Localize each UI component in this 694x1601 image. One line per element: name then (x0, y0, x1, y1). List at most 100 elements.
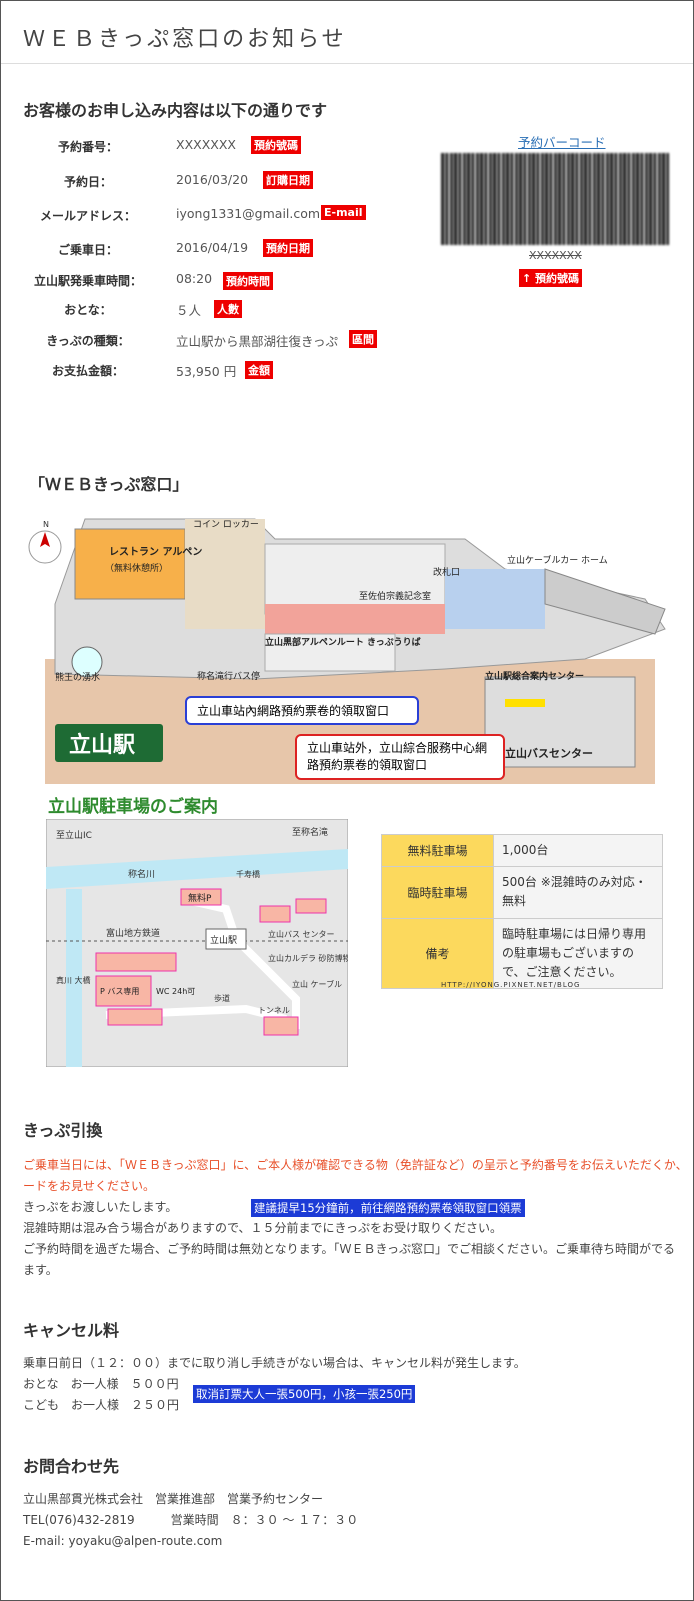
barcode-link[interactable]: 予約バーコード (518, 135, 606, 150)
contact-heading: お問合わせ先 (23, 1457, 120, 1476)
pickup-line: ご予約時間を過ぎた場合、ご予約時間は無効となります。「ＷＥＢきっぷ窓口」でご相談… (23, 1242, 675, 1256)
contact-email[interactable]: E-mail: yoyaku@alpen-route.com (23, 1534, 223, 1548)
order-label: ご乗車日： (57, 243, 118, 257)
barcode-tag: ↑ 預約號碼 (519, 269, 583, 287)
order-value: 53,950 円 (176, 364, 237, 379)
cancel-heading: キャンセル料 (23, 1321, 120, 1340)
free-p-6 (263, 1016, 299, 1036)
order-value: 08:20 (176, 271, 213, 286)
compass-needle (40, 532, 50, 547)
barcode-number: XXXXXXX (529, 249, 582, 262)
order-tag: 預約號碼 (251, 136, 301, 154)
free-p-5 (107, 1008, 163, 1026)
callout-outside: 立山車站外，立山綜合服務中心網路預約票卷的領取窗口 (295, 734, 505, 780)
compass (28, 530, 62, 564)
bridge-label: 千寿橋 (236, 869, 260, 879)
station-label: 立山駅 (210, 934, 237, 946)
cable-car-label: 立山ケーブルカー ホーム (507, 554, 608, 566)
free-p-label: 無料P (188, 892, 212, 904)
pickup-line: ご乗車当日には、「ＷＥＢきっぷ窓口」に、ご本人様が確認できる物（免許証など）の呈… (23, 1158, 688, 1172)
reservation-barcode (441, 153, 669, 245)
order-tag: 金額 (245, 361, 273, 379)
info-window (505, 699, 545, 707)
table-value: 500台 ※混雑時のみ対応・無料 (493, 866, 663, 919)
cancel-line: 乗車日前日（１２：００）までに取り消し手続きがない場合は、キャンセル料が発生しま… (23, 1356, 526, 1370)
order-label: 予約日： (63, 175, 112, 189)
cancel-line: こども お一人様 ２５０円 (23, 1398, 180, 1412)
table-key: 無料駐車場 (381, 833, 494, 868)
river-branch (66, 889, 82, 1067)
order-tag: 人數 (214, 300, 242, 318)
station-sign-text: 立山駅 (69, 732, 135, 758)
bus-center-map-label: 立山バス センター (268, 929, 335, 939)
railway-label: 富山地方鉄道 (106, 927, 160, 939)
ticket-gate-label: 改札口 (433, 566, 460, 578)
info-center (484, 676, 636, 768)
pickup-line: ードをお見せください。 (23, 1179, 156, 1193)
order-label: 立山駅発乗車時間： (33, 274, 142, 288)
order-label: おとな： (64, 303, 112, 317)
order-value: XXXXXXX (176, 137, 236, 152)
bus-p-label: P バス専用 (100, 986, 139, 996)
hall (185, 519, 265, 629)
table-value: 1,000台 (493, 833, 663, 868)
wc-label: WC 24h可 (156, 987, 195, 996)
river-label: 称名川 (128, 868, 155, 880)
restaurant-sub-label: （無料休憩所） (105, 562, 168, 574)
restaurant-label: レストラン アルペン (109, 546, 202, 558)
order-label: きっぷの種類： (46, 334, 130, 348)
memorial-label: 至佐伯宗義記念室 (359, 590, 431, 602)
order-tag: E-mail (321, 205, 366, 220)
pickup-line: ます。 (23, 1263, 58, 1277)
parking-table: 無料駐車場 1,000台 臨時駐車場 500台 ※混雑時のみ対応・無料 備考 臨… (381, 833, 663, 990)
cancel-tag: 取消訂票大人一張500円，小孩一張250円 (193, 1385, 416, 1403)
watermark: HTTP://IYONG.PIXNET.NET/BLOG (441, 981, 581, 989)
caldera-label: 立山カルデラ 砂防博物館 (268, 953, 348, 963)
cancel-line: おとな お一人様 ５００円 (23, 1377, 179, 1391)
station-map-heading: 「ＷＥＢきっぷ窓口」 (29, 475, 189, 494)
order-value: 立山駅から黒部湖往復きっぷ (176, 334, 339, 349)
table-key: 備考 (381, 917, 494, 990)
north-label: N (43, 520, 49, 529)
order-label: メールアドレス： (39, 209, 136, 223)
order-tag: 訂購日期 (263, 171, 313, 189)
table-row: 無料駐車場 1,000台 (381, 833, 663, 868)
order-tag: 預約日期 (263, 239, 313, 257)
gate-area (445, 569, 545, 629)
info-center-label: 立山駅総合案内センター (485, 670, 584, 682)
order-tag: 預約時間 (223, 272, 273, 290)
ticket-area (265, 604, 445, 634)
ticket-counter-label: 立山黒部アルペンルート きっぷうりば (265, 636, 421, 648)
free-p-4 (95, 952, 177, 972)
parking-map: 至立山IC 至称名滝 称名川 千寿橋 富山地方鉄道 立山駅 立山バス センター … (46, 819, 348, 1067)
spring-pond (71, 646, 103, 678)
counter-block (264, 633, 396, 672)
pickup-heading: きっぷ引換 (23, 1121, 103, 1140)
table-key: 臨時駐車場 (381, 866, 494, 919)
order-value: 2016/03/20 (176, 172, 249, 187)
contact-line: 立山黒部貫光株式会社 営業推進部 営業予約センター (23, 1492, 324, 1506)
order-heading: お客様のお申し込み内容は以下の通りです (23, 101, 328, 120)
order-value: iyong1331@gmail.com (176, 206, 321, 221)
river (46, 849, 348, 889)
pickup-line: きっぷをお渡しいたします。 (23, 1200, 178, 1214)
shomyo-label: 至称名滝 (292, 826, 328, 838)
free-p-2 (259, 905, 291, 923)
spring-label: 熊王の湧水 (55, 671, 100, 683)
coin-locker-label: コイン ロッカー (193, 519, 259, 530)
walkway-label: 歩道 (214, 993, 230, 1003)
order-label: 予約番号： (57, 140, 118, 154)
table-value: 臨時駐車場には日帰り専用の駐車場もございますので、ご注意ください。 (493, 917, 663, 990)
bus-center-label: 立山バスセンター (505, 746, 593, 760)
bus-stop-label: 称名滝行バス停 (197, 670, 260, 682)
title-divider (1, 63, 693, 64)
ic-label: 至立山IC (56, 829, 92, 841)
cable-track (544, 568, 666, 635)
concourse (264, 543, 446, 615)
table-row: 備考 臨時駐車場には日帰り専用の駐車場もございますので、ご注意ください。 (381, 917, 663, 990)
contact-phone: TEL(076)432-2819 営業時間 ８：３０ ～ １７：３０ (23, 1513, 359, 1527)
parking-heading: 立山駅駐車場のご案内 (48, 797, 218, 817)
order-tag: 區間 (349, 330, 377, 348)
order-value: 2016/04/19 (176, 240, 249, 255)
